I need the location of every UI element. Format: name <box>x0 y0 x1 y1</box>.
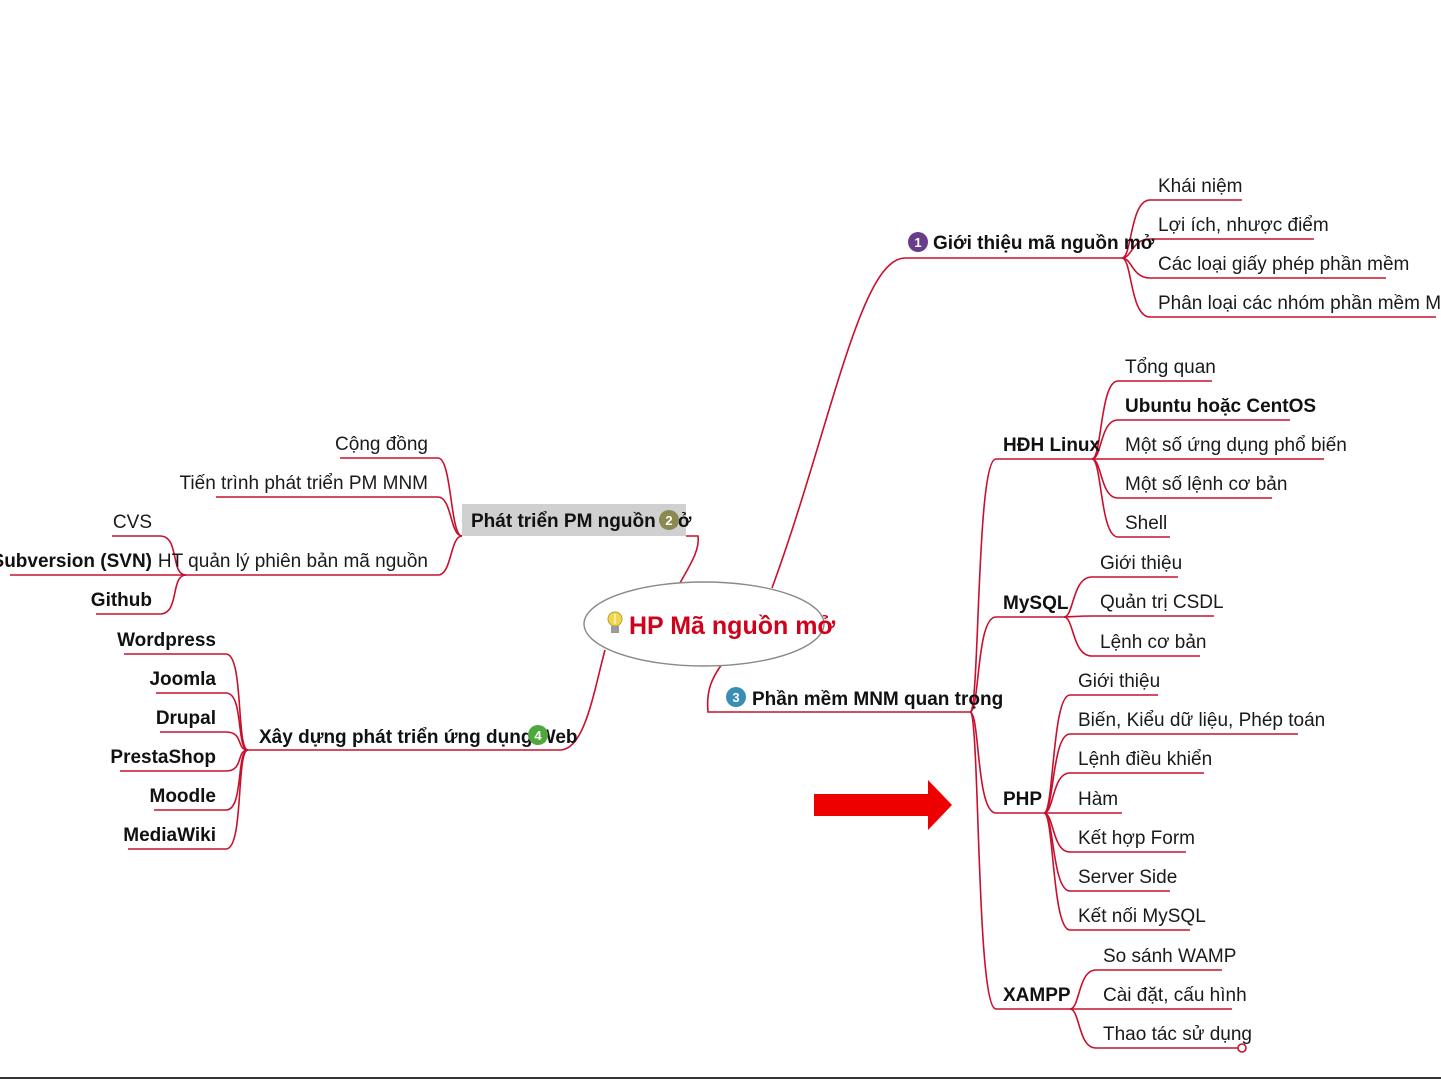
list-item[interactable]: Tiến trình phát triển PM MNM <box>180 473 428 494</box>
list-item[interactable]: So sánh WAMP <box>1103 946 1236 967</box>
topic-1-node[interactable]: 1 Giới thiệu mã nguồn mở <box>908 232 1155 254</box>
connector-topic-2 <box>679 535 700 584</box>
list-item[interactable]: Một số lệnh cơ bản <box>1125 474 1287 495</box>
topic-3-groups: HĐH Linux MySQL PHP XAMPP Tổng quan Ubun… <box>1003 357 1347 1045</box>
list-item[interactable]: Một số ứng dụng phổ biến <box>1125 435 1347 456</box>
list-item[interactable]: Kết hợp Form <box>1078 828 1195 849</box>
connectors <box>10 199 1436 1053</box>
list-item[interactable]: Ubuntu hoặc CentOS <box>1125 396 1316 417</box>
list-item[interactable]: Joomla <box>149 669 216 690</box>
list-item[interactable]: MediaWiki <box>123 825 216 846</box>
topic-4-number-badge-icon <box>528 725 548 745</box>
list-item[interactable]: Biến, Kiểu dữ liệu, Phép toán <box>1078 710 1325 731</box>
topic-2-children: Cộng đồng Tiến trình phát triển PM MNM H… <box>0 434 428 611</box>
topic-1-children: Khái niệm Lợi ích, nhược điểm Các loại g… <box>1158 176 1441 314</box>
list-item[interactable]: Giới thiệu <box>1100 553 1182 574</box>
collapse-handle-icon[interactable] <box>1237 1043 1247 1053</box>
list-item[interactable]: Cài đặt, cấu hình <box>1103 985 1247 1006</box>
list-item[interactable]: Wordpress <box>117 630 216 651</box>
list-item[interactable]: Các loại giấy phép phần mềm <box>1158 254 1409 275</box>
svg-text:1: 1 <box>914 235 921 250</box>
group-xampp-label[interactable]: XAMPP <box>1003 985 1071 1006</box>
topic-3-number-badge-icon <box>726 687 746 707</box>
list-item[interactable]: HT quản lý phiên bản mã nguồn <box>158 551 428 572</box>
red-arrow-icon <box>814 780 952 830</box>
center-title: HP Mã nguồn mở <box>629 612 835 640</box>
topic-1-number-badge-icon <box>908 232 928 252</box>
list-item[interactable]: Github <box>91 590 152 611</box>
topic-4-children: Wordpress Joomla Drupal PrestaShop Moodl… <box>110 630 216 846</box>
topic-1-label: Giới thiệu mã nguồn mở <box>933 233 1155 254</box>
group-mysql-label[interactable]: MySQL <box>1003 593 1069 614</box>
topic-2-label: Phát triển PM nguồn mở <box>471 511 692 532</box>
list-item[interactable]: CVS <box>113 512 152 533</box>
topic-4-label: Xây dựng phát triển ứng dụng Web <box>259 727 578 748</box>
list-item[interactable]: Thao tác sử dụng <box>1103 1024 1252 1045</box>
list-item[interactable]: Lệnh cơ bản <box>1100 632 1207 653</box>
connector-topic-4 <box>248 649 606 751</box>
list-item[interactable]: Lợi ích, nhược điểm <box>1158 215 1329 236</box>
list-item[interactable]: Subversion (SVN) <box>0 551 152 572</box>
list-item[interactable]: Quản trị CSDL <box>1100 592 1224 613</box>
svg-text:2: 2 <box>665 513 672 528</box>
topic-3-node[interactable]: 3 Phần mềm MNM quan trọng <box>726 687 1003 710</box>
list-item[interactable]: Moodle <box>150 786 217 807</box>
list-item[interactable]: Hàm <box>1078 789 1118 810</box>
group-php-label[interactable]: PHP <box>1003 789 1042 810</box>
connector-topic-3 <box>706 663 970 713</box>
list-item[interactable]: Drupal <box>156 708 216 729</box>
list-item[interactable]: Tổng quan <box>1125 357 1216 378</box>
topic-2-highlight <box>462 504 686 536</box>
connector-topic-1 <box>771 257 1122 589</box>
list-item[interactable]: Shell <box>1125 513 1167 534</box>
topic-4-node[interactable]: Xây dựng phát triển ứng dụng Web 4 <box>259 725 578 748</box>
svg-text:4: 4 <box>534 728 542 743</box>
list-item[interactable]: PrestaShop <box>110 747 216 768</box>
lightbulb-icon <box>607 611 623 633</box>
topic-2-node[interactable]: Phát triển PM nguồn mở 2 <box>462 504 692 536</box>
center-node[interactable]: HP Mã nguồn mở <box>583 581 835 667</box>
list-item[interactable]: Khái niệm <box>1158 176 1243 197</box>
list-item[interactable]: Kết nối MySQL <box>1078 906 1206 927</box>
list-item[interactable]: Server Side <box>1078 867 1177 888</box>
list-item[interactable]: Giới thiệu <box>1078 671 1160 692</box>
topic-3-label: Phần mềm MNM quan trọng <box>752 689 1003 710</box>
svg-text:3: 3 <box>732 690 739 705</box>
list-item[interactable]: Cộng đồng <box>335 434 428 455</box>
list-item[interactable]: Phân loại các nhóm phần mềm MNM <box>1158 293 1441 314</box>
group-linux-label[interactable]: HĐH Linux <box>1003 435 1101 456</box>
topic-2-number-badge-icon <box>659 510 679 530</box>
list-item[interactable]: Lệnh điều khiển <box>1078 749 1212 770</box>
